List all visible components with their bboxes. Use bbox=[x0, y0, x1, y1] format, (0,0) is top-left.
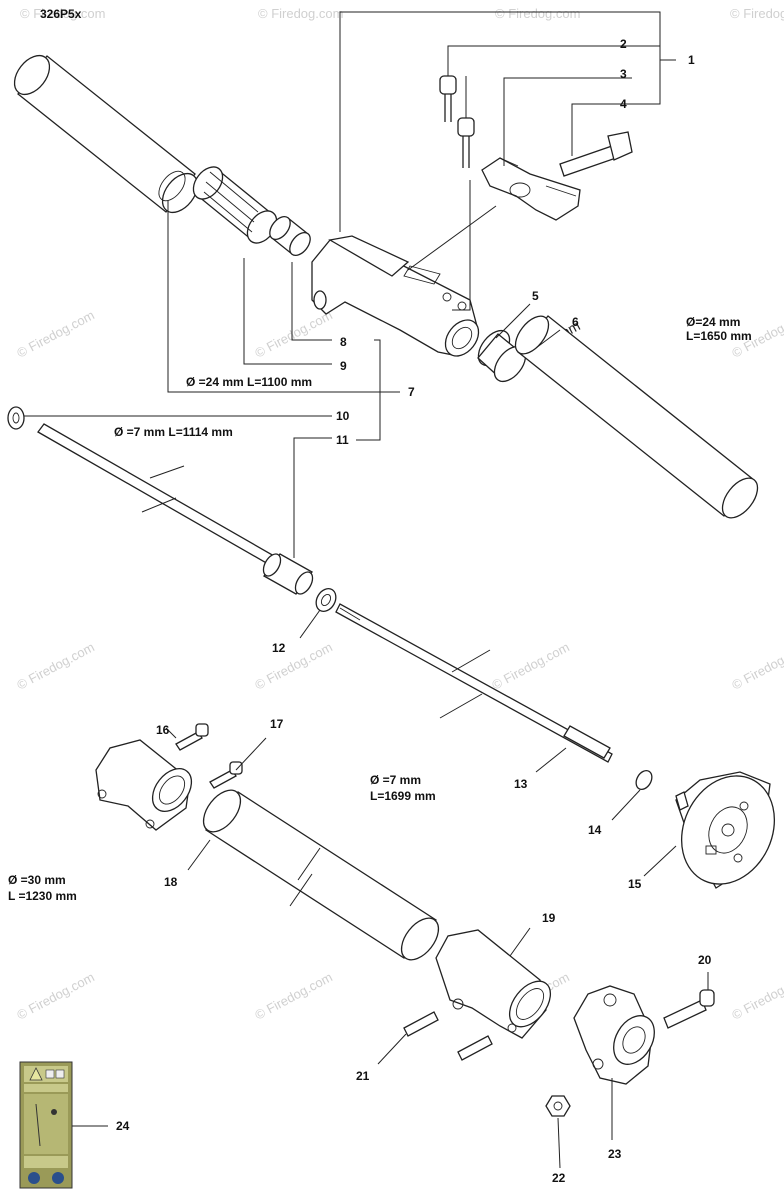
screw-17 bbox=[209, 761, 243, 789]
watermark-text: © Firedog.com bbox=[252, 969, 334, 1022]
callout-11: 11 bbox=[336, 433, 349, 447]
spec-lower-tube-diameter: Ø =30 mm bbox=[8, 873, 66, 887]
callout-3: 3 bbox=[620, 67, 627, 81]
watermark-text: © Firedog.com bbox=[20, 6, 105, 21]
callout-12: 12 bbox=[272, 641, 286, 655]
spec-inner-tube: Ø =24 mm L=1100 mm bbox=[186, 375, 312, 389]
callout-1: 1 bbox=[688, 53, 695, 67]
washer-12 bbox=[315, 588, 337, 612]
spec-labels: Ø=24 mm L=1650 mm Ø =24 mm L=1100 mm Ø =… bbox=[8, 315, 752, 903]
callout-16: 16 bbox=[156, 723, 170, 737]
callout-8: 8 bbox=[340, 335, 347, 349]
spec-lower-tube-length: L =1230 mm bbox=[8, 889, 77, 903]
lower-tube-18 bbox=[202, 789, 440, 961]
watermark-text: © Firedog.com bbox=[729, 969, 784, 1022]
callout-labels: 2 1 3 4 5 6 7 8 9 10 11 12 13 14 15 16 1… bbox=[116, 37, 712, 1185]
handle-clamp-housing bbox=[311, 235, 480, 357]
screw-2b bbox=[457, 117, 475, 168]
clutch-drum-15 bbox=[675, 771, 776, 889]
spec-upper-tube-length: L=1650 mm bbox=[686, 329, 752, 343]
watermark-text: © Firedog.com bbox=[14, 307, 96, 360]
watermark-text: © Firedog.com bbox=[729, 639, 784, 692]
screw-2 bbox=[439, 75, 457, 122]
clamp-bolt bbox=[559, 131, 633, 177]
nut-22 bbox=[545, 1095, 571, 1117]
screw-16 bbox=[175, 723, 209, 751]
spec-lower-shaft-length: L=1699 mm bbox=[370, 789, 436, 803]
watermark-text: © Firedog.com bbox=[495, 6, 580, 21]
bolt-20 bbox=[663, 989, 715, 1029]
callout-5: 5 bbox=[532, 289, 539, 303]
callout-6: 6 bbox=[572, 315, 579, 329]
clamp-16 bbox=[95, 739, 193, 831]
upper-right-tube bbox=[514, 315, 759, 519]
watermark-text: © Firedog.com bbox=[252, 639, 334, 692]
callout-17: 17 bbox=[270, 717, 284, 731]
callout-10: 10 bbox=[336, 409, 350, 423]
callout-21: 21 bbox=[356, 1069, 370, 1083]
watermark-text: © Firedog.com bbox=[489, 639, 571, 692]
watermark-text: © Firedog.com bbox=[258, 6, 343, 21]
upper-left-tube bbox=[13, 54, 199, 214]
circlip-14 bbox=[635, 770, 653, 790]
clamp-lever bbox=[481, 157, 581, 221]
lower-drive-shaft bbox=[335, 603, 613, 763]
callout-15: 15 bbox=[628, 877, 642, 891]
callout-14: 14 bbox=[588, 823, 602, 837]
washer-10 bbox=[7, 406, 25, 430]
callout-20: 20 bbox=[698, 953, 712, 967]
watermark-text: © Firedog.com bbox=[730, 6, 784, 21]
callout-22: 22 bbox=[552, 1171, 566, 1185]
watermark-text: © Firedog.com bbox=[252, 307, 334, 360]
gear-housing-23 bbox=[573, 985, 655, 1085]
clamp-19 bbox=[435, 929, 552, 1039]
spec-upper-tube-diameter: Ø=24 mm bbox=[686, 315, 740, 329]
leader-lines bbox=[24, 11, 709, 1169]
model-label: 326P5x bbox=[40, 7, 82, 21]
callout-7: 7 bbox=[408, 385, 415, 399]
warning-sticker-icon bbox=[19, 1061, 73, 1189]
spec-upper-shaft: Ø =7 mm L=1114 mm bbox=[114, 425, 233, 439]
callout-2: 2 bbox=[620, 37, 627, 51]
screw-21 bbox=[403, 1011, 493, 1061]
small-bushing bbox=[269, 215, 311, 257]
callout-4: 4 bbox=[620, 97, 627, 111]
grid-sleeve bbox=[192, 166, 278, 244]
tube-ring bbox=[477, 329, 527, 383]
callout-23: 23 bbox=[608, 1147, 622, 1161]
watermark-text: © Firedog.com bbox=[14, 969, 96, 1022]
spec-lower-shaft-diameter: Ø =7 mm bbox=[370, 773, 421, 787]
callout-19: 19 bbox=[542, 911, 556, 925]
callout-18: 18 bbox=[164, 875, 178, 889]
shaft-bushing-11 bbox=[262, 553, 314, 595]
callout-24: 24 bbox=[116, 1119, 130, 1133]
watermark-text: © Firedog.com bbox=[14, 639, 96, 692]
callout-13: 13 bbox=[514, 777, 528, 791]
upper-drive-shaft bbox=[37, 423, 303, 581]
callout-9: 9 bbox=[340, 359, 347, 373]
